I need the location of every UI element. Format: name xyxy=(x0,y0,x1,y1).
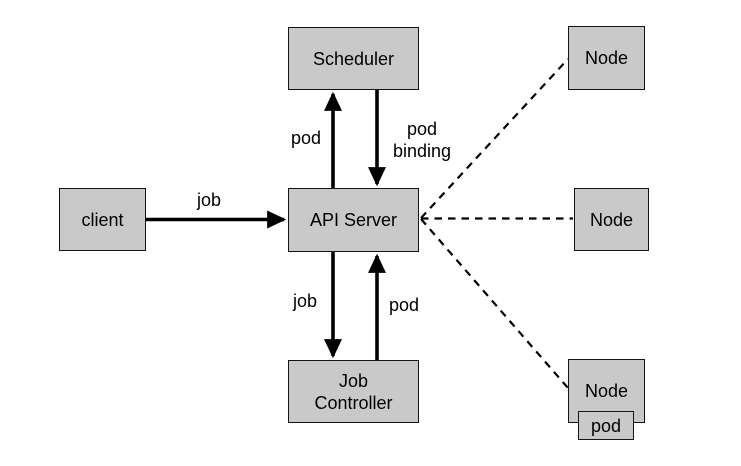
edge-label-pod-api-to-scheduler: pod xyxy=(290,128,322,148)
node-scheduler-label: Scheduler xyxy=(312,48,395,69)
node-top: Node xyxy=(568,26,645,90)
edge-label-job-client-to-api: job xyxy=(196,190,222,210)
edge-api-server-to-node-top xyxy=(420,58,569,219)
node-bottom-label: Node xyxy=(584,381,629,401)
edge-api-server-to-node-bottom xyxy=(420,218,569,389)
node-middle: Node xyxy=(574,188,649,251)
node-job-controller: Job Controller xyxy=(288,360,419,423)
node-scheduler: Scheduler xyxy=(288,27,419,90)
node-api-server-label: API Server xyxy=(309,210,398,230)
node-pod-label: pod xyxy=(590,415,622,436)
edge-label-job-api-to-job-controller: job xyxy=(292,291,318,311)
node-client-label: client xyxy=(81,209,124,230)
node-middle-label: Node xyxy=(589,209,634,230)
node-job-controller-label: Job Controller xyxy=(314,370,393,413)
node-pod: pod xyxy=(578,411,634,440)
node-client: client xyxy=(59,188,146,251)
edge-label-pod-binding-scheduler-to-api: pod binding xyxy=(392,119,452,161)
node-top-label: Node xyxy=(584,48,629,68)
edge-label-pod-job-controller-to-api: pod xyxy=(388,295,420,315)
node-api-server: API Server xyxy=(288,188,419,252)
